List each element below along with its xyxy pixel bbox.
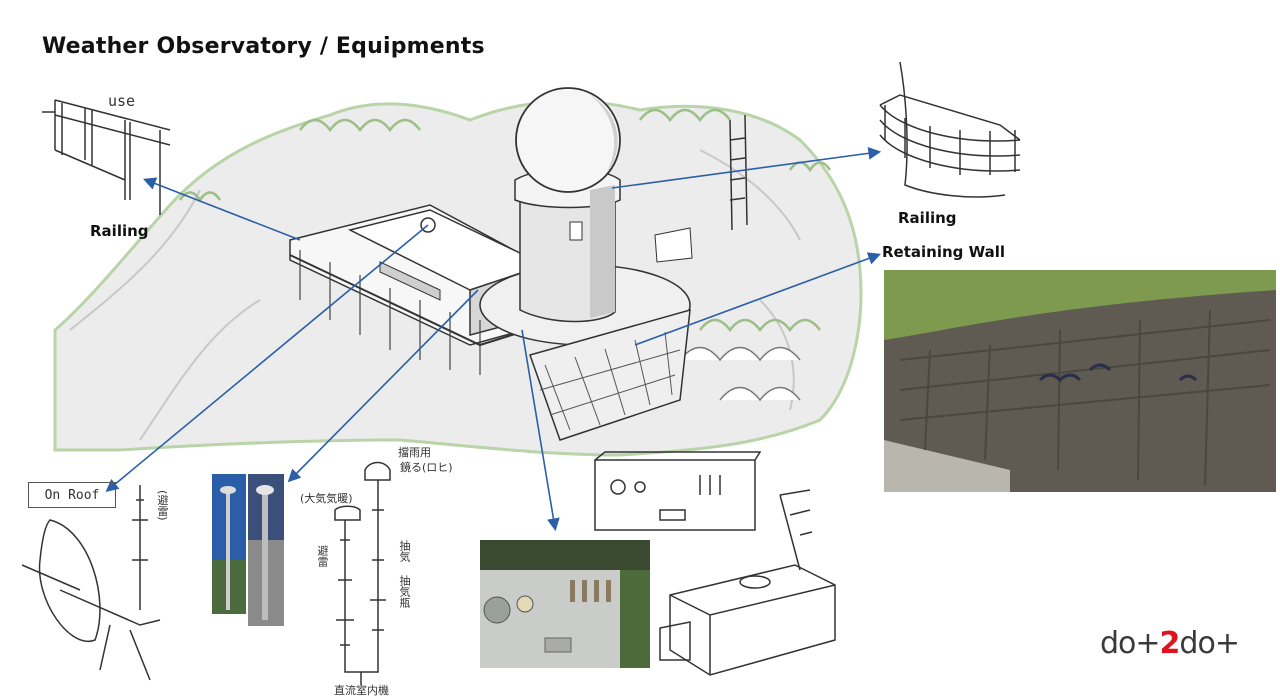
arrow-sensor-mast [287,289,479,483]
photo-sensor-mast [212,474,284,626]
brand-logo: do+2do+ [1100,626,1240,661]
equipment-box-sketch [594,451,836,676]
label-railing-right: Railing [898,209,957,227]
arrow-on-roof [105,224,429,493]
note-cjk-top-1: 擋雨用 [398,446,431,459]
arrow-railing-right [611,146,882,189]
label-retaining-wall: Retaining Wall [882,243,1006,261]
note-cjk-paren: (大気気暖) [300,492,353,505]
note-cjk-bottom: 直流室内機 [334,684,389,697]
note-cjk-top-2: 鏡る(ロヒ) [400,461,453,474]
note-on-roof: On Roof [28,482,116,508]
observatory-building [289,87,748,441]
photo-retaining-wall [884,270,1276,492]
arrow-retaining-wall [634,252,882,346]
callout-arrows [105,146,882,532]
note-use: use [108,92,136,110]
railing-sketch-left [42,99,171,215]
note-cjk-air: 抽気 [398,540,411,562]
note-side: (避雷) [156,490,169,521]
label-railing-left: Railing [90,222,149,240]
arrow-equipment-box [521,329,560,532]
page-title: Weather Observatory / Equipments [42,34,485,59]
photo-equipment-box [480,540,650,668]
railing-sketch-right [879,61,1021,198]
arrow-railing-left [143,177,301,241]
satellite-dish-sketch [21,485,161,681]
note-cjk-mid: 抽気瓶 [398,575,411,608]
sensor-mast-sketch [334,461,391,685]
note-cjk-left: 避雷 [316,545,329,567]
